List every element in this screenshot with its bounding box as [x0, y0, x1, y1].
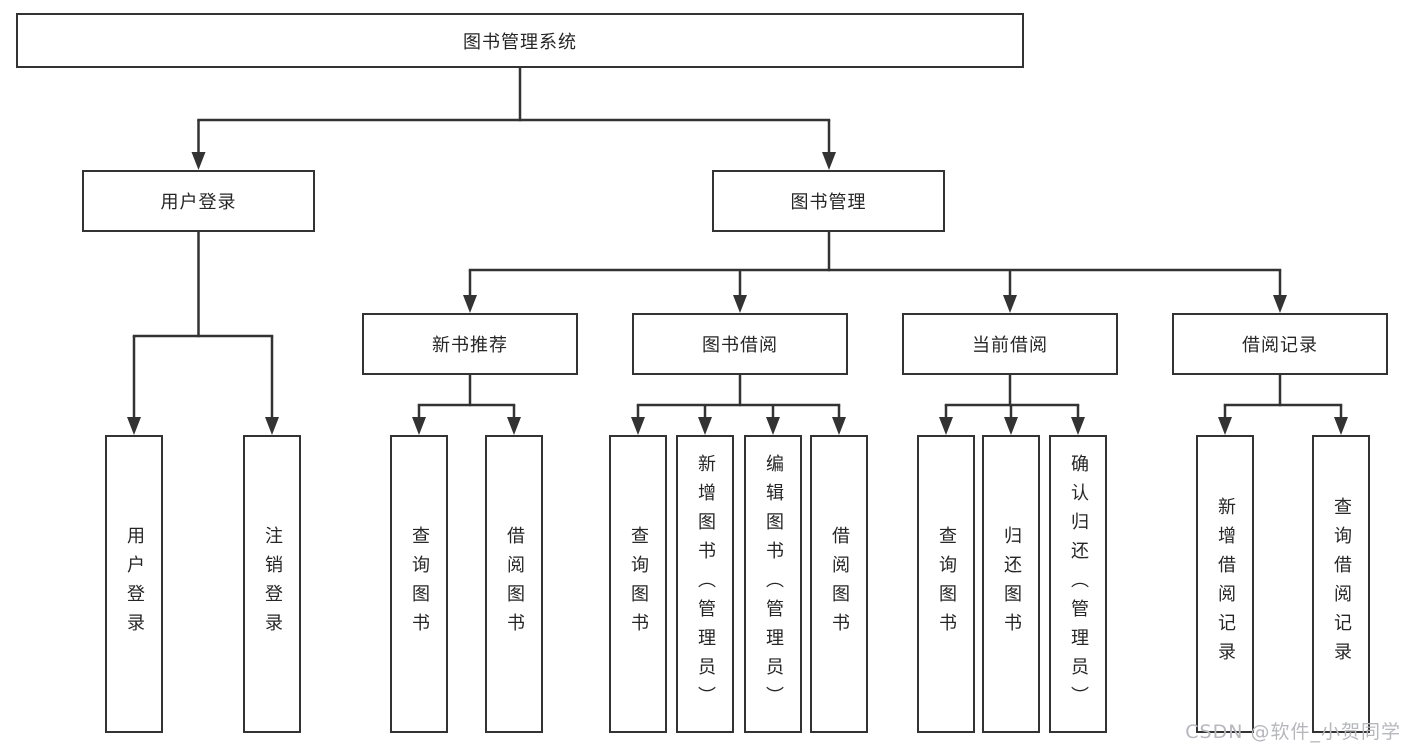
leaf-current-query-book: 查询图书: [917, 435, 975, 733]
leaf-records-add-record: 新增借阅记录: [1196, 435, 1254, 733]
leaf-logout: 注销登录: [243, 435, 301, 733]
leaf-borrowing-add-book-admin: 新增图书（管理员）: [676, 435, 734, 733]
leaf-borrowing-query-book: 查询图书: [609, 435, 667, 733]
node-borrow-records: 借阅记录: [1172, 313, 1388, 375]
leaf-user-login: 用户登录: [105, 435, 163, 733]
node-book-management: 图书管理: [712, 170, 945, 232]
csdn-watermark: CSDN @软件_小贺同学: [1185, 721, 1401, 743]
leaf-recommend-borrow-book: 借阅图书: [485, 435, 543, 733]
node-current-borrowing: 当前借阅: [902, 313, 1118, 375]
leaf-current-return-book: 归还图书: [982, 435, 1040, 733]
node-root-system: 图书管理系统: [16, 13, 1024, 68]
leaf-borrowing-edit-book-admin: 编辑图书（管理员）: [744, 435, 802, 733]
leaf-records-query-record: 查询借阅记录: [1312, 435, 1370, 733]
leaf-recommend-query-book: 查询图书: [390, 435, 448, 733]
node-book-borrowing: 图书借阅: [632, 313, 848, 375]
leaf-current-confirm-return-admin: 确认归还（管理员）: [1049, 435, 1107, 733]
node-new-book-recommend: 新书推荐: [362, 313, 578, 375]
leaf-borrowing-borrow-book: 借阅图书: [810, 435, 868, 733]
node-user-login: 用户登录: [82, 170, 315, 232]
